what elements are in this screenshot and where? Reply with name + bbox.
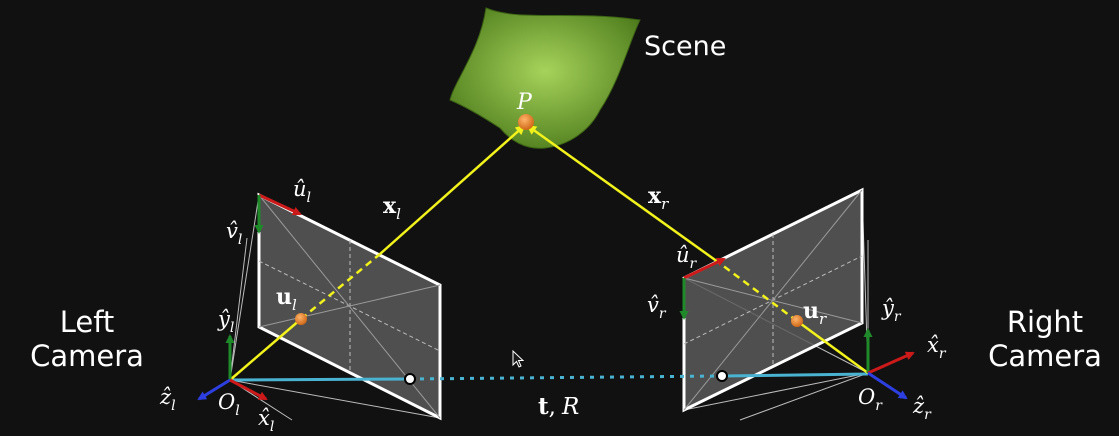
left-v-label: v̂l xyxy=(226,219,242,248)
left-u-label: ûl xyxy=(293,177,311,206)
left-camera-line2: Camera xyxy=(30,339,144,373)
left-x-axis xyxy=(229,378,268,401)
point-label: P xyxy=(516,90,533,115)
baseline xyxy=(229,370,869,385)
left-z-axis xyxy=(197,378,231,401)
right-image-point xyxy=(791,315,803,327)
left-origin-label: Ol xyxy=(218,390,240,419)
left-ray xyxy=(229,124,526,381)
right-x-label: x̂r xyxy=(927,333,947,362)
mouse-pointer-icon xyxy=(512,349,525,368)
right-origin-label: Or xyxy=(858,385,883,414)
left-camera-label: Left Camera xyxy=(20,305,154,373)
left-camera-line1: Left xyxy=(59,305,115,339)
right-camera-label: Right Camera xyxy=(975,305,1115,373)
scene-surface xyxy=(449,7,641,149)
baseline-label: t,R xyxy=(538,393,579,420)
scene-label: Scene xyxy=(644,31,727,62)
left-image-point-label: ul xyxy=(276,284,297,314)
right-epipole xyxy=(716,370,728,382)
right-image-plane xyxy=(682,187,864,413)
right-v-label: v̂r xyxy=(647,293,667,322)
right-u-axis xyxy=(683,257,726,280)
left-x-label: x̂l xyxy=(258,406,274,435)
left-z-label: ẑl xyxy=(159,385,176,414)
right-camera-line2: Camera xyxy=(988,339,1102,373)
right-image-point-label: ur xyxy=(803,298,827,328)
left-epipole xyxy=(404,373,416,385)
right-z-axis xyxy=(867,371,908,400)
scene-point xyxy=(518,114,534,130)
left-image-point xyxy=(295,313,307,325)
right-y-label: ŷr xyxy=(881,296,902,325)
right-camera-line1: Right xyxy=(1006,305,1084,339)
right-ray xyxy=(526,124,869,375)
right-x-axis xyxy=(867,351,915,375)
left-ray-label: xl xyxy=(383,193,401,223)
left-y-label: ŷl xyxy=(217,307,234,336)
left-u-axis xyxy=(258,193,302,216)
right-z-label: ẑr xyxy=(912,394,932,423)
right-u-label: ûr xyxy=(676,243,698,272)
right-ray-label: xr xyxy=(648,183,669,213)
